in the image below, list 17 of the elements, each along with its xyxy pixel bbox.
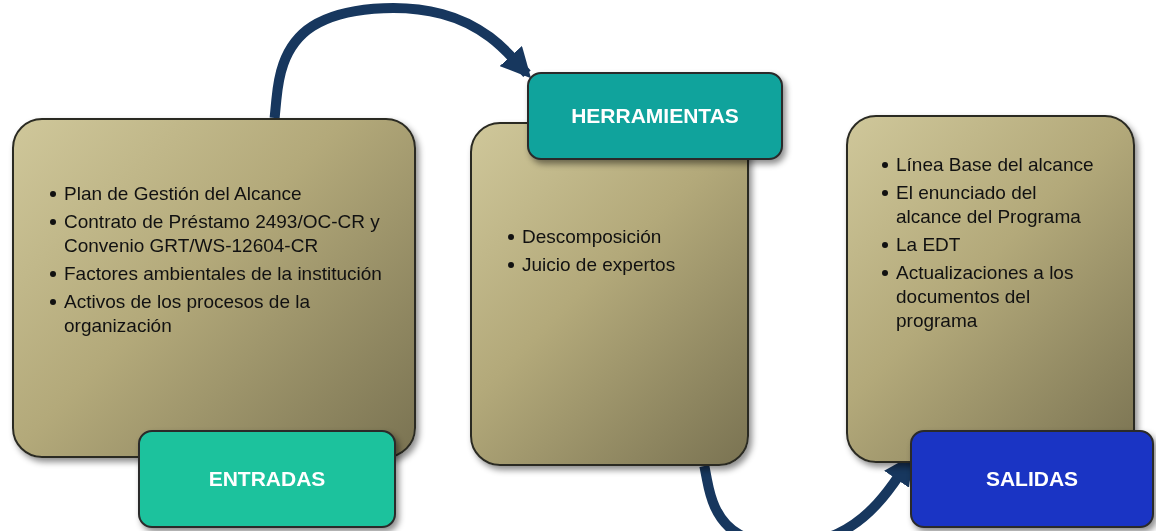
process-box (846, 115, 1135, 463)
bullet-item: Plan de Gestión del Alcance (64, 182, 303, 206)
bullet-item: Activos de los procesos de la organización (64, 290, 312, 338)
bullet-item: Línea Base del alcance (896, 153, 1095, 177)
bullet-item: Juicio de expertos (522, 253, 677, 277)
category-tab: SALIDAS (910, 430, 1154, 528)
category-tab: HERRAMIENTAS (527, 72, 783, 160)
process-box (470, 122, 749, 466)
bullet-item: El enunciado del alcance del Programa (896, 181, 1082, 229)
bullet-item: Descomposición (522, 225, 663, 249)
bullet-item: Contrato de Préstamo 2493/OC-CR y Convenio GRT/WS-12604-CR (64, 210, 381, 258)
category-tab: ENTRADAS (138, 430, 396, 528)
curved-arrow (269, 3, 532, 119)
bullet-item: La EDT (896, 233, 962, 257)
process-box (12, 118, 416, 458)
bullet-item: Factores ambientales de la institución (64, 262, 383, 286)
bullet-item: Actualizaciones a los documentos del programa (896, 261, 1075, 333)
